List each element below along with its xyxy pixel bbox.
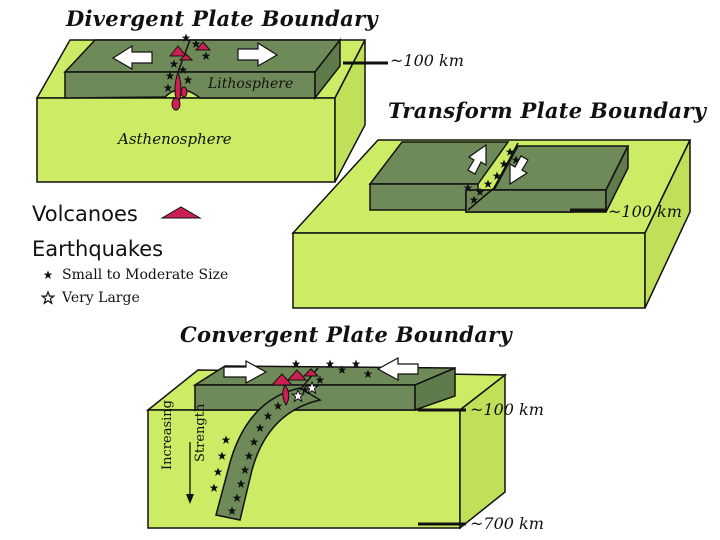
- convergent-depth-label-700: ~700 km: [470, 514, 544, 533]
- transform-title: Transform Plate Boundary: [388, 98, 706, 123]
- legend-large-label: Very Large: [62, 290, 140, 306]
- lithosphere-label: Lithosphere: [208, 76, 293, 92]
- divergent-diagram: [37, 34, 388, 183]
- transform-asthenosphere-front: [293, 233, 645, 308]
- legend-small-label: Small to Moderate Size: [62, 267, 228, 283]
- convergent-title: Convergent Plate Boundary: [180, 322, 512, 347]
- legend-volcanoes-label: Volcanoes: [32, 202, 138, 226]
- strength-label-line2: Strength: [193, 404, 208, 462]
- transform-diagram: [293, 140, 690, 308]
- legend-large-quake-icon: [42, 292, 53, 303]
- convergent-depth-label-100: ~100 km: [470, 400, 544, 419]
- transform-depth-label: ~100 km: [608, 202, 682, 221]
- strength-label-line1: Increasing: [160, 400, 175, 470]
- legend-volcano-icon: [162, 207, 200, 218]
- divergent-magma-blob: [181, 87, 187, 97]
- legend-earthquakes-label: Earthquakes: [32, 237, 163, 261]
- divergent-magma-blob: [172, 98, 180, 110]
- divergent-depth-label: ~100 km: [390, 51, 464, 70]
- legend-small-quake-icon: [44, 271, 53, 280]
- asthenosphere-label: Asthenosphere: [118, 130, 232, 148]
- transform-plate-left-front: [370, 184, 478, 210]
- divergent-title: Divergent Plate Boundary: [66, 6, 378, 31]
